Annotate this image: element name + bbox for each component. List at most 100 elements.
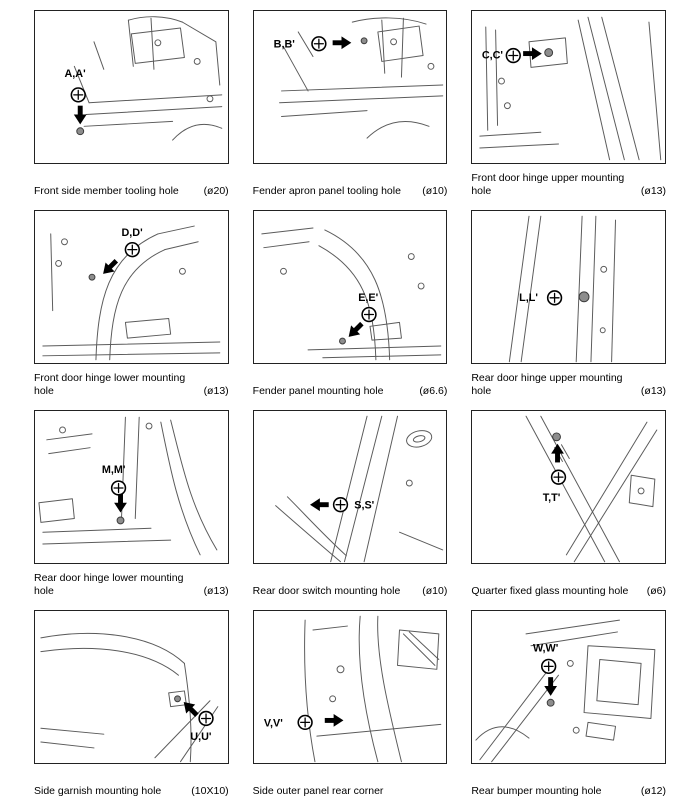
caption: Front door hinge upper mounting hole (ø1… <box>471 164 666 198</box>
caption-spec: (ø10) <box>422 184 448 197</box>
panel-front-side-member: A,A' Front side member tooling hole (ø20… <box>34 10 229 198</box>
figure-box: D,D' <box>34 210 229 364</box>
panel-rear-bumper: W,W' Rear bumper mounting hole (ø12) <box>471 610 666 798</box>
hole-dot <box>547 698 555 707</box>
panel-rear-door-hinge-lower: M,M' Rear door hinge lower mounting hole… <box>34 410 229 598</box>
body-line-art <box>274 415 443 563</box>
panel-side-garnish: U,U' Side garnish mounting hole (10X10) <box>34 610 229 798</box>
caption-spec: (10X10) <box>191 784 229 797</box>
arrow-icon <box>348 321 364 337</box>
body-line-art <box>40 632 219 763</box>
hole-dot <box>338 337 346 345</box>
callout-label: C,C' <box>482 49 504 61</box>
callout: W,W' <box>533 643 559 696</box>
figure-box: C,C' <box>471 10 666 164</box>
figure-box: B,B' <box>252 10 448 164</box>
body-line-art <box>38 416 218 556</box>
figure-box: A,A' <box>34 10 229 164</box>
callout: T,T' <box>543 443 567 504</box>
target-icon <box>124 241 140 258</box>
caption-spec: (ø13) <box>640 384 666 397</box>
caption: Front side member tooling hole (ø20) <box>34 164 229 198</box>
callout-label: D,D' <box>121 227 143 239</box>
caption: Fender apron panel tooling hole (ø10) <box>253 164 448 198</box>
caption-text: Fender panel mounting hole <box>252 384 384 397</box>
line-art-front-door-hinge-upper: C,C' <box>479 16 662 161</box>
arrow-icon <box>523 47 543 60</box>
caption-spec: (ø6) <box>646 584 666 597</box>
caption-text: Rear bumper mounting hole <box>471 784 602 797</box>
figure-box: V,V' <box>252 610 448 764</box>
body-line-art <box>303 615 441 763</box>
caption-text: Rear door hinge upper mounting hole <box>471 371 623 397</box>
caption-spec: (ø13) <box>203 584 229 597</box>
line-art-rear-door-hinge-lower: M,M' <box>38 416 218 556</box>
caption: Fender panel mounting hole (ø6.6) <box>253 364 448 398</box>
caption: Side garnish mounting hole (10X10) <box>34 764 229 798</box>
figure-box: E,E' <box>252 210 448 364</box>
target-icon <box>297 714 313 731</box>
caption-spec: (ø10) <box>422 584 448 597</box>
line-art-side-garnish: U,U' <box>40 632 219 763</box>
body-line-art <box>73 16 223 141</box>
caption-spec: (ø12) <box>640 784 666 797</box>
arrow-icon <box>544 677 558 696</box>
caption-spec: (ø20) <box>203 184 229 197</box>
line-art-fender-panel: E,E' <box>261 227 441 361</box>
target-icon <box>332 497 348 513</box>
arrow-icon <box>551 443 565 463</box>
caption: Side outer panel rear corner <box>253 764 448 798</box>
panel-rear-door-hinge-upper: L,L' Rear door hinge upper mounting hole… <box>471 210 666 398</box>
callout-label: E,E' <box>358 292 378 304</box>
callout-label: S,S' <box>354 500 374 512</box>
body-line-art <box>42 225 221 361</box>
hole-dot <box>578 291 590 303</box>
panel-quarter-fixed-glass: T,T' Quarter fixed glass mounting hole (… <box>471 410 666 598</box>
callout: C,C' <box>482 47 543 64</box>
target-icon <box>541 658 557 675</box>
arrow-icon <box>103 258 119 274</box>
target-icon <box>361 306 377 323</box>
caption: Rear bumper mounting hole (ø12) <box>471 764 666 798</box>
caption-text: Front door hinge lower mounting hole <box>34 371 186 397</box>
figure-box: T,T' <box>471 410 666 564</box>
line-art-quarter-fixed-glass: T,T' <box>525 415 658 563</box>
caption: Quarter fixed glass mounting hole (ø6) <box>471 564 666 598</box>
line-art-fender-apron: B,B' <box>273 17 443 139</box>
target-icon <box>310 36 327 52</box>
arrow-icon <box>73 105 87 125</box>
callout-label: L,L' <box>520 292 539 304</box>
callout-label: U,U' <box>190 731 212 743</box>
caption: Front door hinge lower mounting hole (ø1… <box>34 364 229 398</box>
callout-label: V,V' <box>263 717 282 729</box>
target-icon <box>505 47 522 64</box>
callout: B,B' <box>273 36 351 52</box>
caption-text: Front door hinge upper mounting hole <box>471 171 625 197</box>
target-icon <box>547 290 563 306</box>
panel-fender-apron: B,B' Fender apron panel tooling hole (ø1… <box>252 10 448 198</box>
caption: Rear door switch mounting hole (ø10) <box>253 564 448 598</box>
line-art-front-door-hinge-lower: D,D' <box>42 225 221 361</box>
callout: L,L' <box>520 290 563 306</box>
line-art-rear-door-hinge-upper: L,L' <box>509 215 617 363</box>
callout: V,V' <box>263 714 344 731</box>
hole-dot <box>116 516 125 525</box>
callout: M,M' <box>102 464 127 513</box>
panel-front-door-hinge-lower: D,D' Front door hinge lower mounting hol… <box>34 210 229 398</box>
caption-text: Rear door switch mounting hole <box>252 584 401 597</box>
hole-dot <box>360 37 368 45</box>
caption-spec: (ø6.6) <box>419 384 448 397</box>
body-line-art <box>261 227 441 361</box>
body-line-art <box>525 415 658 563</box>
callout-label: A,A' <box>64 68 86 80</box>
callout-label: M,M' <box>102 464 126 476</box>
hole-dot <box>174 695 181 703</box>
line-art-rear-bumper: W,W' <box>475 619 656 763</box>
line-art-front-side-member: A,A' <box>64 16 223 141</box>
hole-dot <box>552 432 562 442</box>
callout: S,S' <box>309 497 374 513</box>
caption-text: Front side member tooling hole <box>34 184 179 197</box>
panel-front-door-hinge-upper: C,C' Front door hinge upper mounting hol… <box>471 10 666 198</box>
figure-box: M,M' <box>34 410 229 564</box>
